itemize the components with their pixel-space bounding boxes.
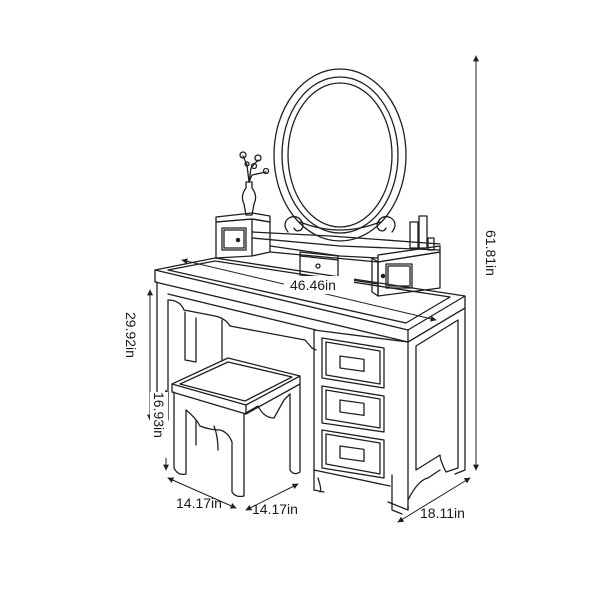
stool-width-label: 14.17in [176, 495, 222, 511]
desk-top [154, 257, 466, 343]
cosmetic-bottles [409, 215, 435, 251]
oval-mirror [273, 68, 407, 242]
desk-drawers [321, 337, 385, 479]
vase-with-flowers [239, 151, 270, 216]
total-height-label: 61.81in [483, 230, 499, 276]
desk-width-label: 46.46in [290, 277, 336, 293]
desk-frame [156, 281, 466, 515]
desk-height-label: 29.92in [123, 312, 139, 358]
stool [171, 357, 301, 498]
desk-width-label-bg [284, 276, 354, 294]
desk-depth-label: 18.11in [420, 505, 465, 521]
stool-height-label: 16.93in [151, 392, 167, 438]
stool-height-label-bg [150, 392, 168, 458]
stool-depth-label: 14.17in [252, 501, 298, 517]
